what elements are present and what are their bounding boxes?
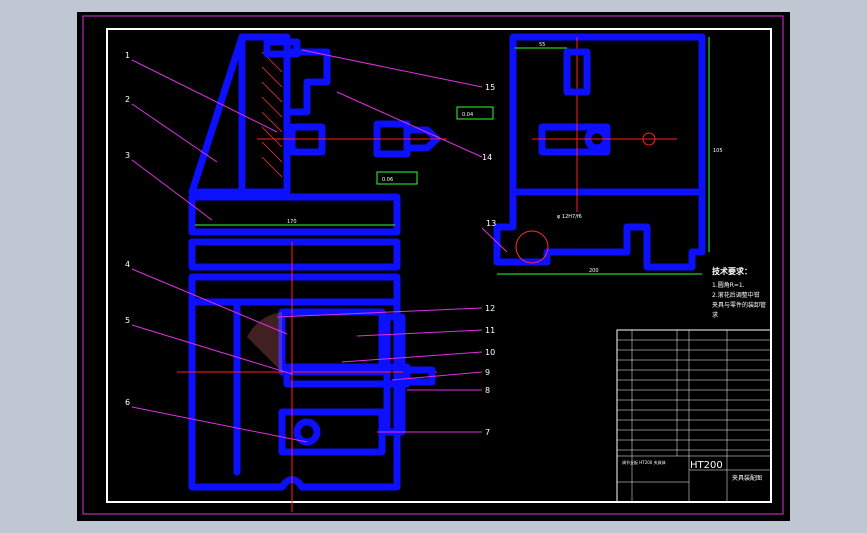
label-1: 1 [125, 51, 130, 60]
fixture-body [188, 273, 401, 491]
label-14: 14 [482, 153, 492, 162]
tol-frame-2 [376, 171, 418, 185]
label-3: 3 [125, 151, 130, 160]
label-15: 15 [485, 83, 495, 92]
screw-nut [288, 123, 326, 156]
label-5: 5 [125, 316, 130, 325]
title-block-title: 夹具装配图 [732, 474, 762, 482]
slot-keyhole [538, 123, 611, 156]
notes-line-2: 2.滚花后调整中钳 [712, 291, 760, 299]
label-2: 2 [125, 95, 130, 104]
parts-list-grid [617, 330, 771, 502]
base-plate-top [188, 193, 401, 236]
notes-title: 技术要求： [712, 266, 752, 276]
part-section [247, 312, 282, 372]
leaders [131, 49, 508, 443]
parts-list-frame [616, 329, 772, 503]
notes-line-1: 1.圆角R=1. [712, 281, 745, 289]
support-bracket [188, 33, 246, 196]
parts-list: HT200 夹具装配图 调节支板 HT200 夹具体 [616, 329, 772, 503]
cavity [278, 308, 386, 376]
side-body-upper [509, 33, 706, 196]
screw-head [373, 120, 411, 158]
title-block-row: 调节支板 HT200 夹具体 [622, 459, 666, 465]
dim-width: 170 [287, 219, 297, 225]
tol-value-1: 0.04 [462, 112, 473, 118]
inner-border [106, 28, 772, 503]
lower-slot [278, 408, 386, 456]
label-13: 13 [486, 219, 496, 228]
label-4: 4 [125, 260, 130, 269]
label-12: 12 [485, 304, 495, 313]
base-plate-upper [188, 238, 401, 271]
side-view [493, 33, 706, 271]
side-top-screw [563, 48, 591, 96]
dim-height: 105 [713, 148, 723, 154]
top-screw [263, 38, 301, 58]
dim-top: 55 [539, 42, 545, 48]
drawing-sheet: 170 0.04 0.06 55 105 200 φ 12H7/f6 [77, 12, 790, 521]
label-10: 10 [485, 348, 495, 357]
label-9: 9 [485, 368, 490, 377]
label-8: 8 [485, 386, 490, 395]
dia-note: φ 12H7/f6 [557, 214, 582, 220]
material-label: HT200 [690, 460, 723, 471]
outer-border [82, 15, 784, 515]
side-body-lower [493, 188, 706, 271]
tol-frame-1 [456, 106, 494, 120]
dim-bottom: 200 [589, 268, 599, 274]
front-view [177, 33, 447, 512]
cad-drawing: 170 0.04 0.06 55 105 200 φ 12H7/f6 [82, 15, 784, 515]
shaft-end [403, 366, 436, 386]
leader-labels: 1 2 3 4 5 6 7 8 9 10 11 12 13 14 15 [125, 51, 496, 437]
label-11: 11 [485, 326, 495, 335]
label-6: 6 [125, 398, 130, 407]
notes-line-4: 求 [712, 311, 718, 319]
label-7: 7 [485, 428, 490, 437]
lower-pin [293, 418, 321, 446]
side-section-arc [515, 230, 549, 264]
clamp-arm [283, 48, 331, 116]
hatching [261, 51, 283, 178]
notes-line-3: 夹具与零件的装卸管 [712, 301, 766, 309]
tol-value-2: 0.06 [382, 177, 393, 183]
